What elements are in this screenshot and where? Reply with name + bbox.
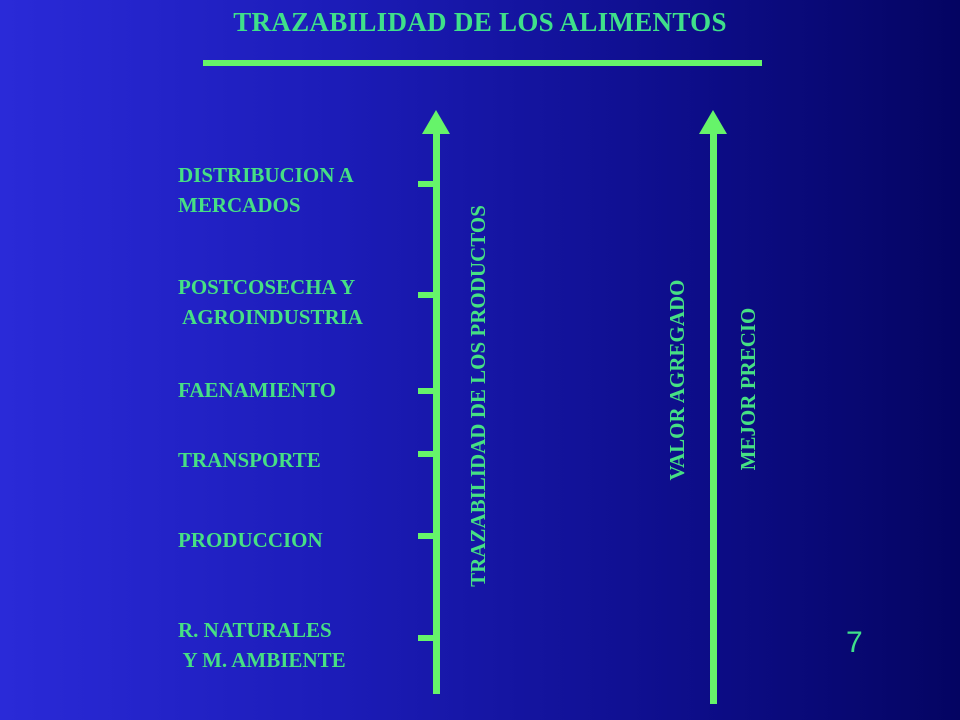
stage-label-line1: PRODUCCION [178,528,323,552]
stage-label-line2: MERCADOS [178,193,301,217]
stage-label-line2: Y M. AMBIENTE [178,648,346,672]
tick-faenamiento [418,388,440,394]
trazabilidad-productos-label: TRAZABILIDAD DE LOS PRODUCTOS [466,205,490,587]
valor-arrow-shaft [710,132,717,704]
tick-produccion [418,533,440,539]
valor-arrow-head [699,110,727,134]
tick-recursos-naturales [418,635,440,641]
stage-recursos-naturales: R. NATURALES Y M. AMBIENTE [178,615,346,675]
trazabilidad-arrow-shaft [433,132,440,694]
stage-label-line1: POSTCOSECHA Y [178,275,356,299]
tick-transporte [418,451,440,457]
stage-label-line1: FAENAMIENTO [178,378,336,402]
trazabilidad-arrow-head [422,110,450,134]
stage-label-line2: AGROINDUSTRIA [178,305,363,329]
stage-transporte: TRANSPORTE [178,445,321,475]
tick-postcosecha [418,292,440,298]
tick-distribucion [418,181,440,187]
mejor-precio-label: MEJOR PRECIO [736,307,760,471]
title-underline [203,60,762,66]
stage-distribucion: DISTRIBUCION A MERCADOS [178,160,354,220]
stage-produccion: PRODUCCION [178,525,323,555]
page-number: 7 [846,626,863,659]
stage-label-line1: DISTRIBUCION A [178,163,354,187]
stage-faenamiento: FAENAMIENTO [178,375,336,405]
stage-label-line1: R. NATURALES [178,618,332,642]
stage-postcosecha: POSTCOSECHA Y AGROINDUSTRIA [178,272,363,332]
slide-title: TRAZABILIDAD DE LOS ALIMENTOS [233,7,727,37]
stage-label-line1: TRANSPORTE [178,448,321,472]
valor-agregado-label: VALOR AGREGADO [665,279,689,481]
